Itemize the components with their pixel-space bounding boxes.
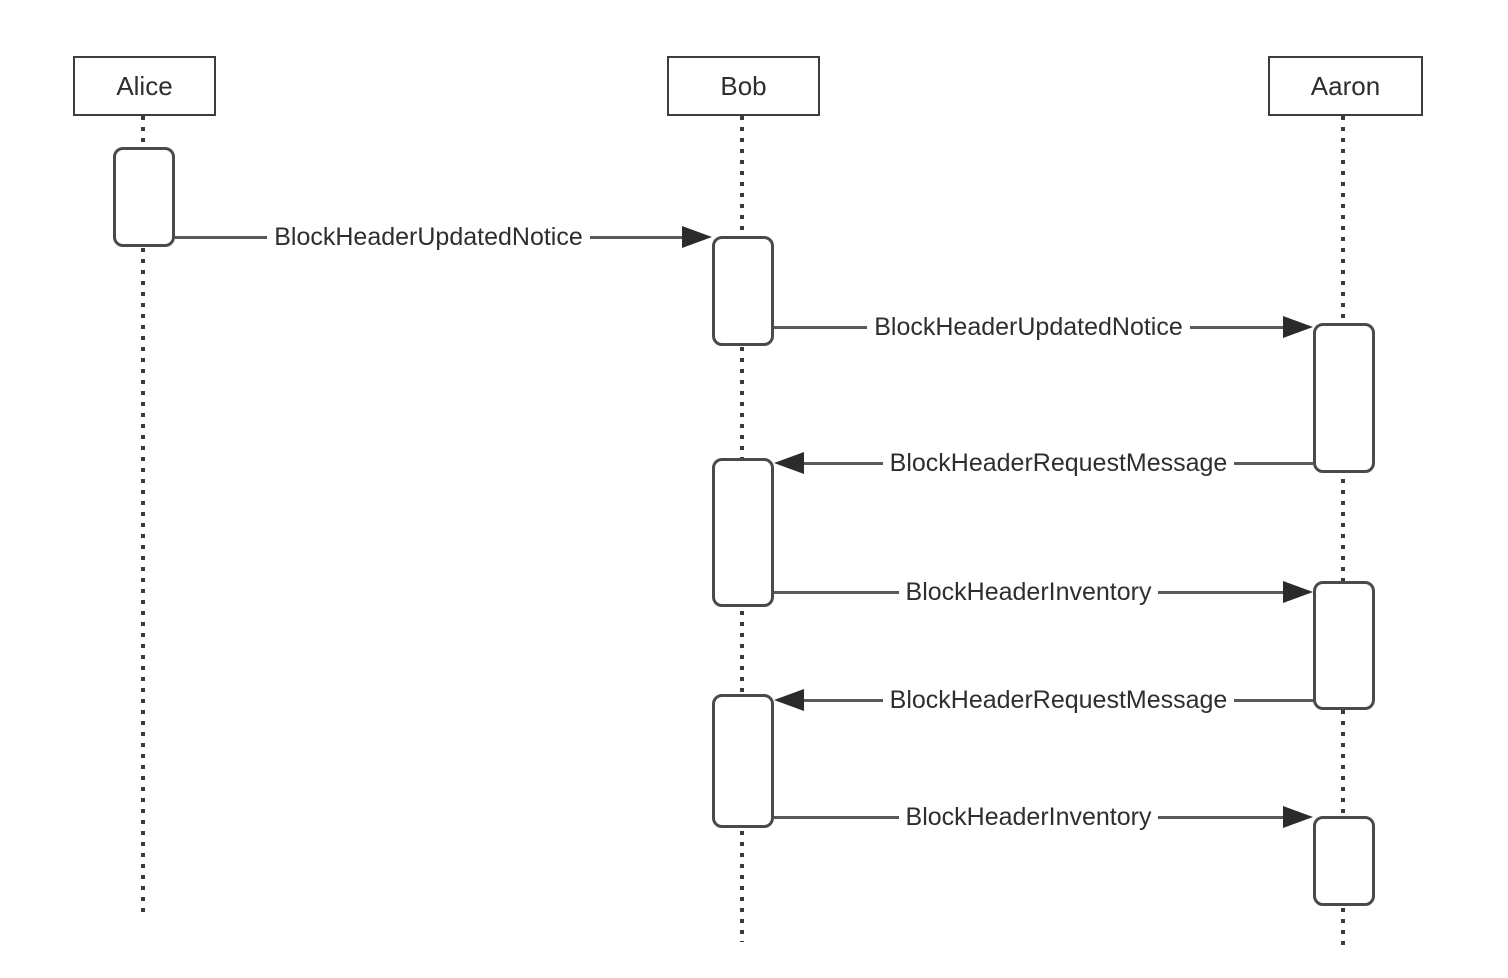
message-line — [1158, 590, 1283, 594]
activation-bob-2 — [712, 458, 774, 607]
message-3-block-header-request-message: BlockHeaderRequestMessage — [774, 448, 1313, 478]
lifeline-alice — [141, 116, 145, 918]
message-label: BlockHeaderUpdatedNotice — [874, 313, 1183, 341]
message-label: BlockHeaderRequestMessage — [889, 686, 1228, 714]
participant-aaron-label: Aaron — [1310, 70, 1381, 101]
arrowhead-right-icon — [1283, 316, 1314, 338]
message-line — [1158, 815, 1283, 819]
participant-bob-label: Bob — [720, 70, 767, 101]
message-line — [804, 461, 883, 465]
participant-alice-label: Alice — [116, 70, 173, 101]
message-line — [774, 815, 899, 819]
message-line — [1234, 461, 1313, 465]
activation-aaron-2 — [1313, 581, 1375, 710]
activation-bob-1 — [712, 236, 774, 346]
message-line — [774, 325, 868, 329]
participant-bob: Bob — [667, 56, 820, 116]
message-line — [1189, 325, 1284, 329]
activation-bob-3 — [712, 694, 774, 828]
arrowhead-right-icon — [682, 226, 713, 248]
activation-aaron-1 — [1313, 323, 1375, 473]
message-2-block-header-updated-notice: BlockHeaderUpdatedNotice — [774, 312, 1314, 342]
message-line — [589, 235, 683, 239]
message-line — [804, 698, 883, 702]
message-4-block-header-inventory: BlockHeaderInventory — [774, 577, 1313, 607]
message-line — [774, 590, 899, 594]
message-label: BlockHeaderRequestMessage — [889, 449, 1228, 477]
participant-aaron: Aaron — [1268, 56, 1423, 116]
participant-alice: Alice — [73, 56, 216, 116]
arrowhead-left-icon — [774, 452, 804, 474]
message-label: BlockHeaderInventory — [905, 803, 1152, 831]
message-6-block-header-inventory: BlockHeaderInventory — [774, 802, 1313, 832]
arrowhead-left-icon — [774, 689, 804, 711]
activation-alice-1 — [113, 147, 175, 247]
lifeline-aaron — [1341, 116, 1345, 952]
activation-aaron-3 — [1313, 816, 1375, 906]
message-line — [175, 235, 268, 239]
arrowhead-right-icon — [1283, 581, 1313, 603]
arrowhead-right-icon — [1283, 806, 1313, 828]
message-label: BlockHeaderUpdatedNotice — [274, 223, 583, 251]
message-5-block-header-request-message: BlockHeaderRequestMessage — [774, 685, 1313, 715]
message-1-block-header-updated-notice: BlockHeaderUpdatedNotice — [175, 222, 713, 252]
message-line — [1234, 698, 1313, 702]
message-label: BlockHeaderInventory — [905, 578, 1152, 606]
